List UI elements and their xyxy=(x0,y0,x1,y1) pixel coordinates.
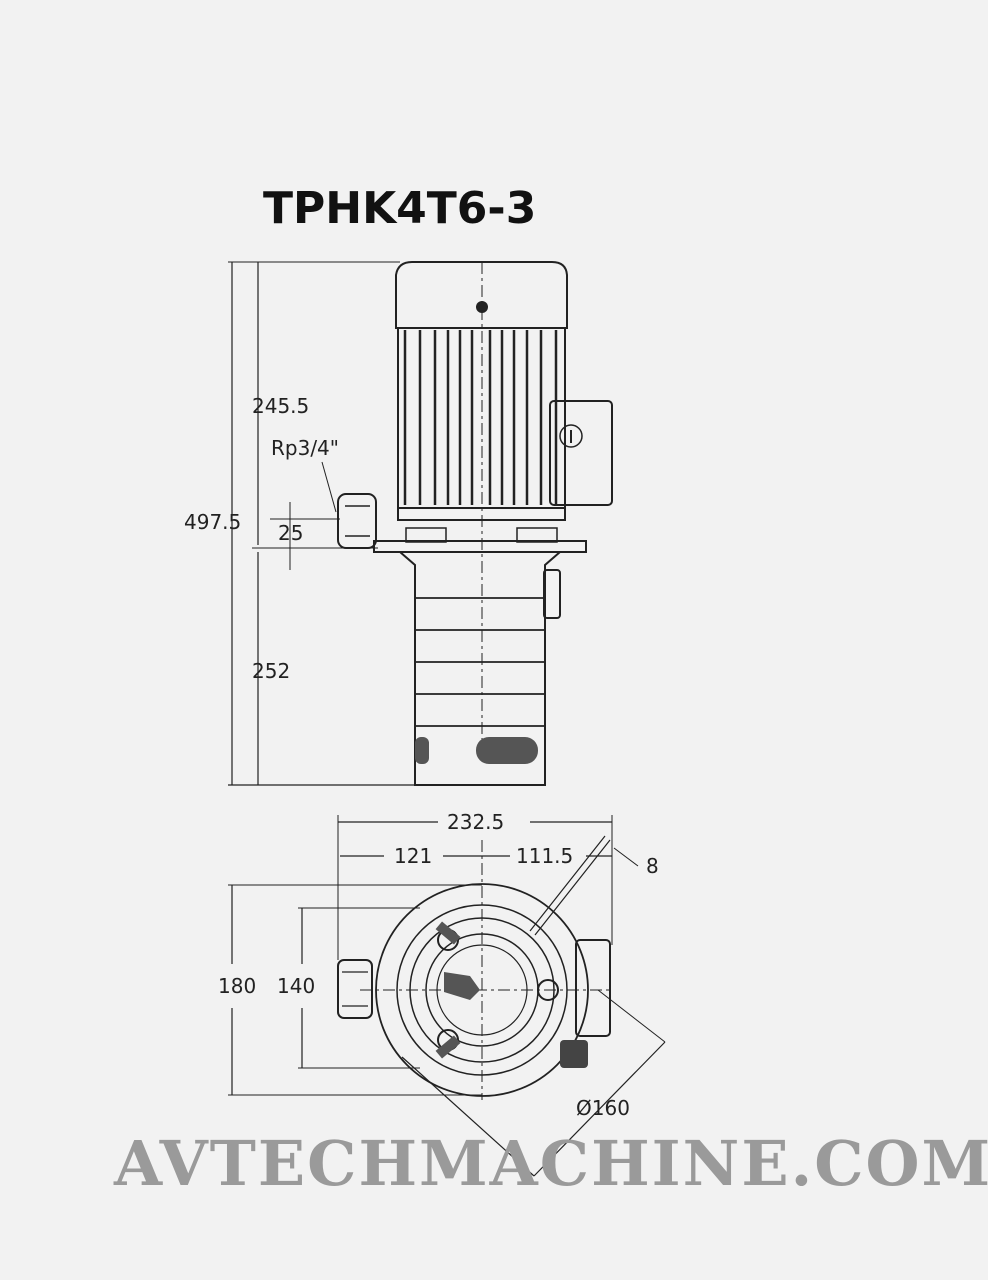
drawing-title: TPHK4T6-3 xyxy=(263,183,536,234)
motor-base xyxy=(397,507,566,521)
outlet-thread-label: Rp3/4" xyxy=(271,436,339,460)
terminal-box-symbol xyxy=(559,424,583,448)
dim-pcd-ext xyxy=(597,989,666,1043)
dim-overall-label: 497.5 xyxy=(184,510,241,534)
pump-housing xyxy=(399,551,561,786)
outlet-leader xyxy=(321,461,337,513)
dim-pcd-right-line xyxy=(533,1041,666,1177)
dim-right-width-label: 111.5 xyxy=(516,844,573,868)
dim-outer-height-label: 180 xyxy=(218,974,256,998)
dim-inner-height-label: 140 xyxy=(277,974,315,998)
suction-strainer-side xyxy=(415,737,429,764)
fan-cover-screw xyxy=(476,301,488,313)
top-vent-plug xyxy=(560,1040,588,1068)
hole-leader-line xyxy=(534,839,611,936)
pump-stage-lines xyxy=(415,597,545,727)
dim-total-width-label: 232.5 xyxy=(447,810,504,834)
mount-bolt-left xyxy=(405,527,447,543)
dim-left-width-label: 121 xyxy=(394,844,432,868)
dim-pcd-left-line xyxy=(401,1056,535,1177)
flange-bolts xyxy=(435,921,559,1059)
mount-bolt-right xyxy=(516,527,558,543)
dim-outlet-offset-label: 25 xyxy=(278,521,303,545)
motor-fan-cover xyxy=(395,261,568,329)
terminal-box xyxy=(549,400,613,506)
suction-strainer-front xyxy=(476,737,538,764)
side-vent-plug xyxy=(543,569,561,619)
hole-leader xyxy=(613,847,639,867)
shaft-key xyxy=(444,972,480,1000)
motor-cooling-fins xyxy=(403,330,558,505)
watermark-text: AVTECHMACHINE.COM xyxy=(113,1127,988,1200)
side-view: 245.5 497.5 25 252 Rp3/4" xyxy=(184,261,613,786)
top-outlet-fitting xyxy=(337,959,373,1019)
top-view: 232.5 121 111.5 8 180 140 xyxy=(218,810,666,1177)
outlet-fitting xyxy=(337,493,377,549)
dim-lower-label: 252 xyxy=(252,659,290,683)
mounting-flange xyxy=(373,540,587,553)
dim-pcd-label: Ø160 xyxy=(576,1096,630,1120)
top-terminal-box xyxy=(575,939,611,1037)
dim-hole-label: 8 xyxy=(646,854,659,878)
dim-upper-label: 245.5 xyxy=(252,394,309,418)
